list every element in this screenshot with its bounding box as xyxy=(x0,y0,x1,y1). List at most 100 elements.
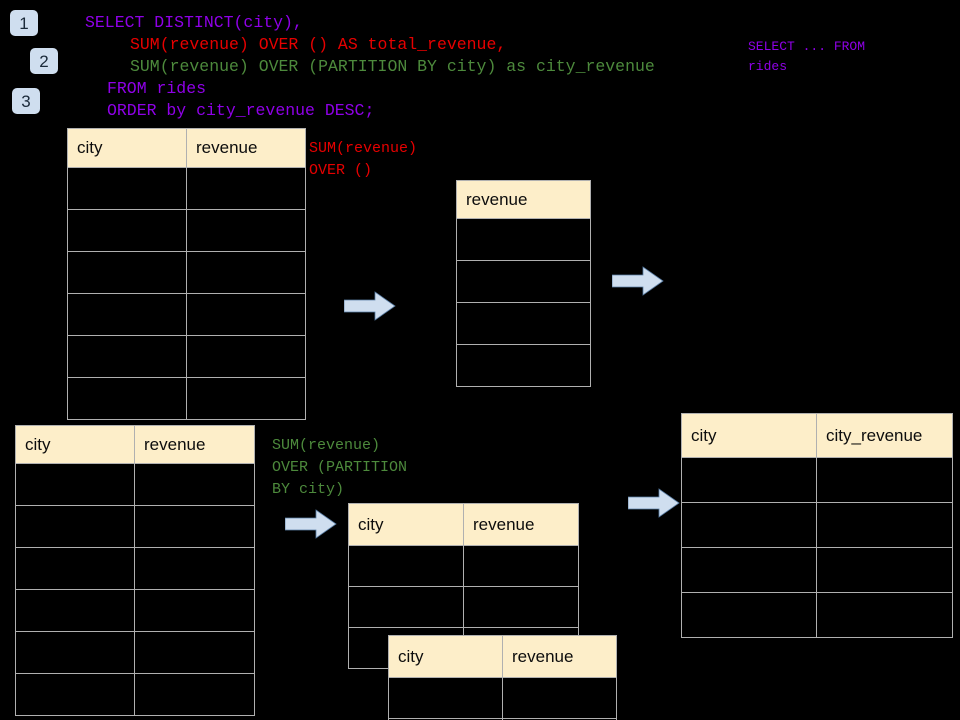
table-cell xyxy=(15,631,135,674)
table-cell xyxy=(186,209,306,252)
column-header-revenue: revenue xyxy=(463,503,579,546)
table-cell xyxy=(67,293,187,336)
table-final-result: city city_revenue xyxy=(681,413,953,638)
table-cell xyxy=(463,545,579,587)
table-header-row: city revenue xyxy=(348,503,579,546)
annotation-total-revenue: SUM(revenue) OVER () xyxy=(309,140,418,179)
step-badge-2-label: 2 xyxy=(39,51,49,71)
step-badge-2: 2 xyxy=(30,48,58,74)
table-row xyxy=(15,589,255,632)
table-cell xyxy=(134,547,255,590)
table-row xyxy=(681,457,953,503)
annotation-city-revenue: SUM(revenue) OVER (PARTITION BY city) xyxy=(272,437,408,498)
column-header-city: city xyxy=(681,413,817,458)
sql-line-city-revenue: SUM(revenue) OVER (PARTITION BY city) as… xyxy=(130,57,655,76)
table-partition-group-front: city revenue xyxy=(388,635,617,720)
step-badge-3: 3 xyxy=(12,88,40,114)
table-row xyxy=(456,344,591,387)
step-badge-1: 1 xyxy=(10,10,38,36)
column-header-city-revenue: city_revenue xyxy=(816,413,953,458)
table-row xyxy=(15,547,255,590)
table-row xyxy=(388,677,617,719)
step-badge-3-label: 3 xyxy=(21,91,31,111)
table-cell xyxy=(348,586,464,628)
table-row xyxy=(348,586,579,628)
table-cell xyxy=(456,344,591,387)
table-row xyxy=(456,218,591,261)
table-row xyxy=(456,302,591,345)
table-cell xyxy=(502,677,617,719)
table-cell xyxy=(816,592,953,638)
table-header-row: city revenue xyxy=(15,425,255,464)
table-row xyxy=(67,167,306,210)
table-row xyxy=(388,718,617,720)
table-cell xyxy=(15,463,135,506)
table-row xyxy=(15,463,255,506)
table-row xyxy=(681,547,953,593)
table-rides-source-top: city revenue xyxy=(67,128,306,420)
table-cell xyxy=(456,260,591,303)
table-cell xyxy=(816,502,953,548)
column-header-city: city xyxy=(67,128,187,168)
table-rides-source-bottom: city revenue xyxy=(15,425,255,716)
sql-line-from: FROM rides xyxy=(107,79,207,98)
table-cell xyxy=(15,505,135,548)
arrow-source-to-partition-icon xyxy=(285,509,337,539)
table-row xyxy=(15,673,255,716)
table-header-row: city revenue xyxy=(388,635,617,678)
arrow-source-to-total-icon xyxy=(344,291,396,321)
table-cell xyxy=(134,463,255,506)
table-row xyxy=(681,502,953,548)
table-cell xyxy=(681,547,817,593)
side-note-select-from-rides: SELECT ... FROM rides xyxy=(748,39,866,74)
table-cell xyxy=(134,631,255,674)
table-header-row: city revenue xyxy=(67,128,306,168)
sql-line-select-distinct: SELECT DISTINCT(city), xyxy=(85,13,303,32)
table-total-revenue: revenue xyxy=(456,180,591,387)
column-header-revenue: revenue xyxy=(186,128,306,168)
table-cell xyxy=(67,167,187,210)
table-cell xyxy=(186,251,306,294)
table-cell xyxy=(681,592,817,638)
table-cell xyxy=(15,547,135,590)
table-row xyxy=(456,260,591,303)
sql-line-total-revenue: SUM(revenue) OVER () AS total_revenue, xyxy=(130,35,507,54)
table-cell xyxy=(186,377,306,420)
table-cell xyxy=(816,457,953,503)
table-cell xyxy=(816,547,953,593)
table-row xyxy=(67,209,306,252)
table-cell xyxy=(456,302,591,345)
table-cell xyxy=(134,673,255,716)
table-cell xyxy=(67,377,187,420)
column-header-city: city xyxy=(388,635,503,678)
table-row xyxy=(67,293,306,336)
table-cell xyxy=(681,502,817,548)
table-cell xyxy=(15,673,135,716)
table-cell xyxy=(463,586,579,628)
table-row xyxy=(67,251,306,294)
arrow-partition-to-result-icon xyxy=(628,488,680,518)
table-cell xyxy=(186,335,306,378)
table-cell xyxy=(388,677,503,719)
table-cell xyxy=(186,293,306,336)
table-cell xyxy=(15,589,135,632)
column-header-city: city xyxy=(15,425,135,464)
arrow-total-to-result-icon xyxy=(612,266,664,296)
table-row xyxy=(67,377,306,420)
table-cell xyxy=(456,218,591,261)
column-header-revenue: revenue xyxy=(134,425,255,464)
table-cell xyxy=(134,589,255,632)
table-cell xyxy=(67,335,187,378)
table-cell xyxy=(67,251,187,294)
column-header-revenue: revenue xyxy=(456,180,591,219)
table-row xyxy=(67,335,306,378)
table-cell xyxy=(134,505,255,548)
table-row xyxy=(348,545,579,587)
table-cell xyxy=(681,457,817,503)
column-header-city: city xyxy=(348,503,464,546)
table-row xyxy=(15,631,255,674)
table-header-row: city city_revenue xyxy=(681,413,953,458)
table-cell xyxy=(67,209,187,252)
table-row xyxy=(15,505,255,548)
